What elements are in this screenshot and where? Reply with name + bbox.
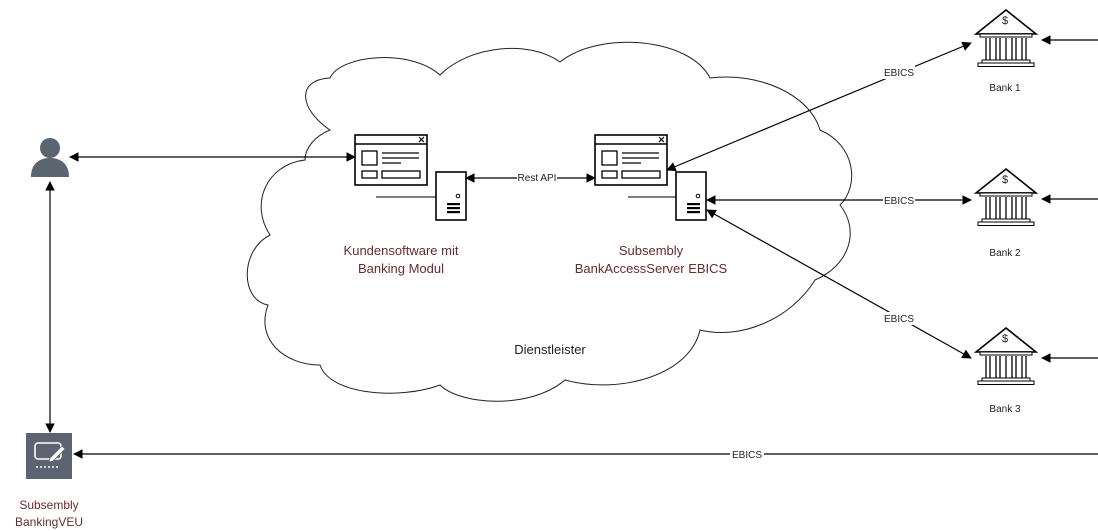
- veu-label-line2: BankingVEU: [15, 515, 83, 529]
- bas-label-line2: BankAccessServer EBICS: [575, 261, 728, 276]
- bas-server-icon[interactable]: [675, 171, 707, 221]
- bas-window-icon[interactable]: [594, 134, 668, 186]
- ebics-bank3-arrow: [706, 209, 972, 359]
- kundensoftware-server-icon[interactable]: [435, 171, 467, 221]
- user-icon[interactable]: [31, 138, 69, 177]
- ebics-bank1-arrow: [666, 41, 972, 172]
- bank-2-label: Bank 2: [989, 248, 1021, 259]
- rest-api-label: Rest API: [518, 173, 557, 184]
- kundensoftware-label-line1: Kundensoftware mit: [344, 243, 459, 258]
- cloud-label: Dienstleister: [514, 342, 586, 357]
- ebics-bank2-label: EBICS: [884, 196, 914, 207]
- bank-1-label: Bank 1: [989, 83, 1021, 94]
- bank-1-symbol: $: [1002, 15, 1008, 27]
- bank-2-symbol: $: [1002, 174, 1008, 186]
- veu-label-line1: Subsembly: [19, 498, 78, 512]
- kundensoftware-label-line2: Banking Modul: [358, 261, 444, 276]
- rest-api-label-bg: [517, 171, 557, 184]
- signature-pad-icon[interactable]: [26, 433, 72, 479]
- ebics-veu-label: EBICS: [732, 450, 762, 461]
- bank-3-symbol: $: [1002, 333, 1008, 345]
- ebics-bank3-label-bg: [883, 312, 915, 325]
- ebics-bank3-label: EBICS: [884, 314, 914, 325]
- kundensoftware-window-icon[interactable]: [354, 134, 428, 186]
- ebics-veu-label-bg: [730, 448, 764, 461]
- ebics-bank1-label: EBICS: [884, 68, 914, 79]
- bank-3-label: Bank 3: [989, 404, 1021, 415]
- bas-label-line1: Subsembly: [619, 243, 684, 258]
- ebics-bank1-label-bg: [883, 66, 915, 79]
- ebics-bank2-label-bg: [883, 194, 915, 207]
